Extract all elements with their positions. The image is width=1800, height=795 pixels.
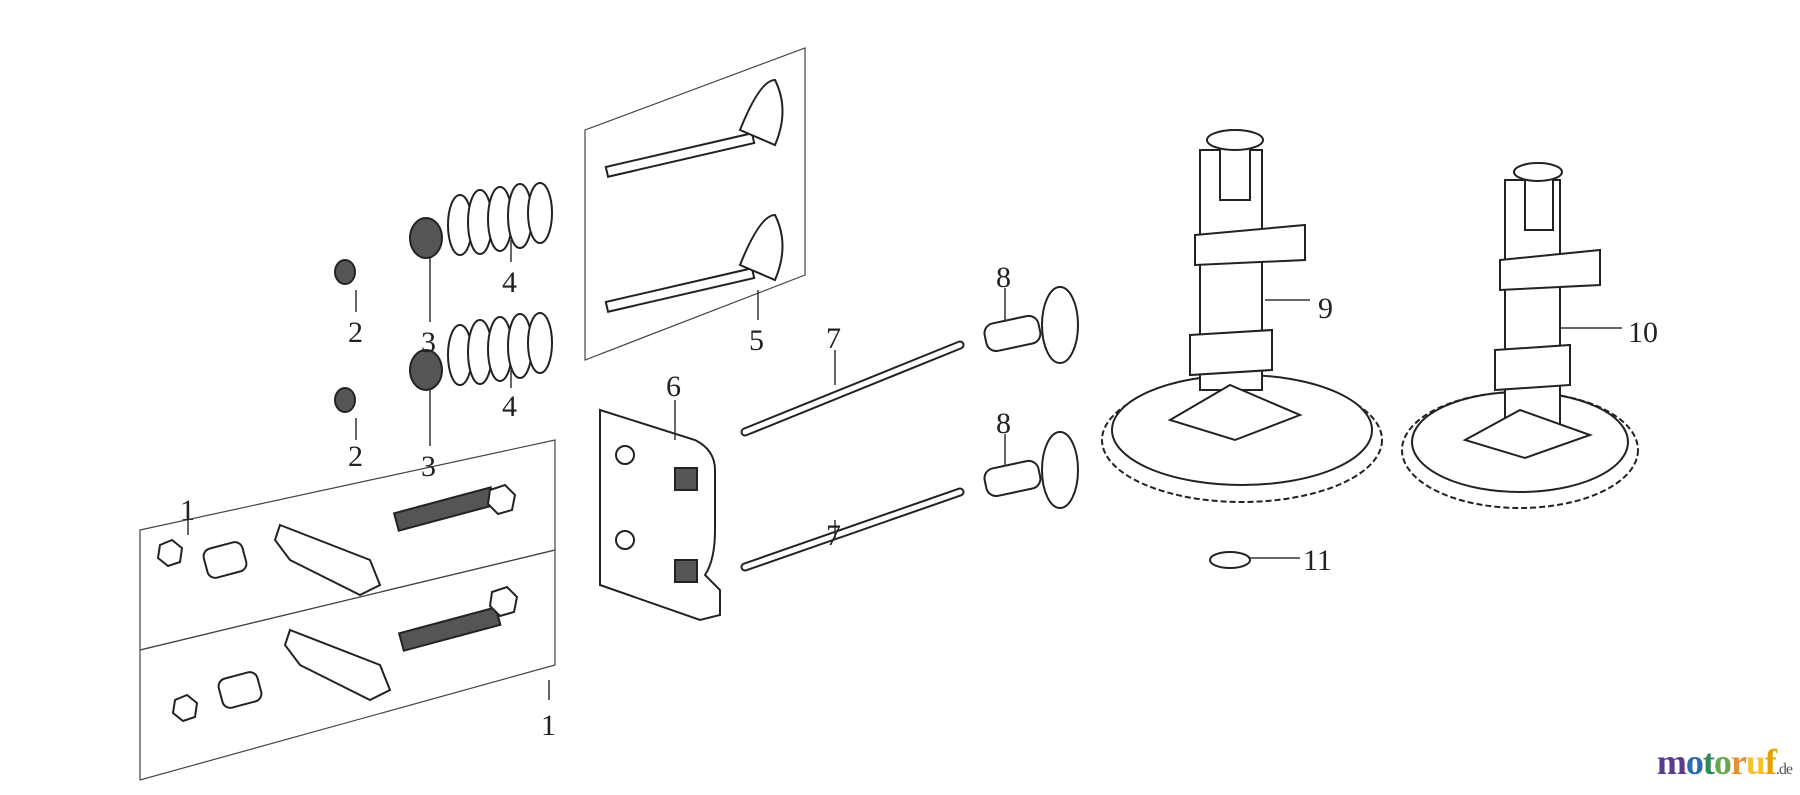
callout-8-upper: 8 [996, 261, 1011, 294]
callout-5: 5 [749, 324, 764, 357]
logo-letter: o [1685, 742, 1704, 782]
callout-1-lower: 1 [541, 709, 556, 742]
callout-6: 6 [666, 370, 681, 403]
valve-lower [604, 213, 784, 313]
callout-7-upper: 7 [826, 322, 841, 355]
tappet-lower [983, 431, 1079, 509]
callout-4-lower: 4 [502, 390, 517, 423]
tappet-upper [983, 286, 1079, 364]
valve-keeper-lower [334, 387, 356, 413]
logo-letter: t [1702, 742, 1715, 782]
motoruf-logo: motoruf.de [1656, 741, 1793, 783]
valve-box [584, 47, 806, 361]
valve-keeper-upper [334, 259, 356, 285]
callout-8-lower: 8 [996, 407, 1011, 440]
guide-plate [599, 408, 721, 622]
callout-7-lower: 7 [826, 519, 841, 552]
logo-letter: m [1656, 742, 1687, 782]
callout-3-upper: 3 [421, 326, 436, 359]
rocker-assembly-upper [156, 483, 517, 597]
callout-4-upper: 4 [502, 266, 517, 299]
valve-spring-upper [447, 182, 553, 256]
camshaft-10 [1401, 162, 1639, 509]
washer [1209, 551, 1251, 569]
valve-spring-lower [447, 312, 553, 386]
valve-upper [604, 78, 784, 178]
camshaft-9 [1101, 129, 1383, 503]
callout-2-upper: 2 [348, 316, 363, 349]
spring-retainer-upper [409, 217, 443, 259]
logo-letter: f [1764, 742, 1777, 782]
spring-retainer-lower [409, 349, 443, 391]
callout-1-upper: 1 [180, 494, 195, 527]
rocker-arm-box-lower [139, 549, 556, 781]
logo-letter: o [1713, 742, 1732, 782]
callout-3-lower: 3 [421, 450, 436, 483]
callout-2-lower: 2 [348, 440, 363, 473]
callout-11: 11 [1303, 544, 1332, 577]
callout-9: 9 [1318, 292, 1333, 325]
logo-letter: r [1730, 742, 1747, 782]
callout-10: 10 [1628, 316, 1658, 349]
logo-suffix: .de [1775, 761, 1793, 778]
leader-lines [187, 240, 1622, 700]
rocker-assembly-lower [171, 585, 519, 723]
logo-letter: u [1745, 742, 1766, 782]
